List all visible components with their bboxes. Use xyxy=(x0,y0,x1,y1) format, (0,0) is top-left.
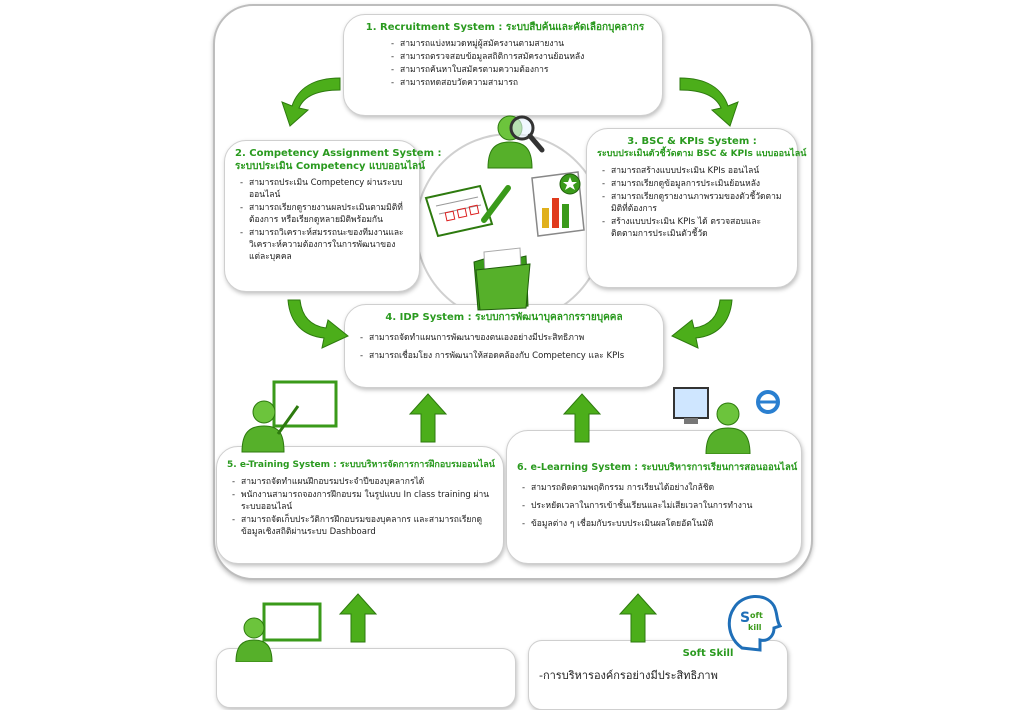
list-item: สามารถเรียกดูข้อมูลการประเมินย้อนหลัง xyxy=(602,178,787,190)
competency-list: สามารถประเมิน Competency ผ่านระบบออนไลน์… xyxy=(235,177,409,263)
recruitment-box: 1. Recruitment System : ระบบสืบค้นและคัด… xyxy=(343,14,663,116)
arrow-icon xyxy=(408,393,448,443)
folder-icon xyxy=(473,247,531,311)
svg-text:kill: kill xyxy=(748,623,762,632)
list-item: สามารถค้นหาใบสมัครตามความต้องการ xyxy=(391,64,652,76)
list-item: ประหยัดเวลาในการเข้าชั้นเรียนและไม่เสียเ… xyxy=(522,500,791,512)
bsc-kpi-box: 3. BSC & KPIs System : ระบบประเมินตัวชี้… xyxy=(586,128,807,288)
list-item: สามารถสร้างแบบประเมิน KPIs ออนไลน์ xyxy=(602,165,787,177)
list-item: สามารถเรียกดูรายงานภาพรวมของตัวชี้วัดตาม… xyxy=(602,191,787,215)
e-training-box: 5. e-Training System : ระบบบริหารจัดการก… xyxy=(216,446,504,564)
bsc-kpi-title: 3. BSC & KPIs System : xyxy=(627,136,757,147)
arrow-icon xyxy=(562,393,602,443)
idp-title: 4. IDP System : ระบบการพัฒนาบุคลากรรายบุ… xyxy=(385,312,623,323)
e-training-title: 5. e-Training System : ระบบบริหารจัดการก… xyxy=(227,460,495,470)
chart-award-icon xyxy=(531,171,585,237)
idp-box: 4. IDP System : ระบบการพัฒนาบุคลากรรายบุ… xyxy=(344,304,664,388)
idp-list: สามารถจัดทำแผนการพัฒนาของตนเองอย่างมีประ… xyxy=(355,332,653,362)
arrow-icon xyxy=(281,77,341,127)
person-magnifier-icon xyxy=(487,115,545,169)
list-item: สามารถเชื่อมโยง การพัฒนาให้สอดคล้องกับ C… xyxy=(360,350,653,362)
bsc-kpi-subtitle: ระบบประเมินตัวชี้วัดตาม BSC & KPIs แบบออ… xyxy=(597,149,807,159)
e-learning-box: 6. e-Learning System : ระบบบริหารการเรีย… xyxy=(506,430,802,564)
arrow-icon xyxy=(338,593,378,643)
list-item: สามารถตรวจสอบข้อมูลสถิติการสมัครงานย้อนห… xyxy=(391,51,652,63)
competency-title: 2. Competency Assignment System : xyxy=(235,148,442,159)
e-learning-list: สามารถติดตามพฤติกรรม การเรียนได้อย่างใกล… xyxy=(517,482,791,530)
soft-skill-title: Soft Skill xyxy=(682,648,734,659)
competency-subtitle: ระบบประเมิน Competency แบบออนไลน์ xyxy=(235,161,426,172)
list-item: สามารถวิเคราะห์สมรรถนะของทีมงานและวิเครา… xyxy=(240,227,409,263)
presenter-icon xyxy=(241,380,338,453)
list-item: สร้างแบบประเมิน KPIs ได้ ตรวจสอบและติดตา… xyxy=(602,216,787,240)
list-item: สามารถประเมิน Competency ผ่านระบบออนไลน์ xyxy=(240,177,409,201)
e-learning-title: 6. e-Learning System : ระบบบริหารการเรีย… xyxy=(517,462,798,473)
list-item: ข้อมูลต่าง ๆ เชื่อมกับระบบประเมินผลโดยอั… xyxy=(522,518,791,530)
competency-box: 2. Competency Assignment System : ระบบปร… xyxy=(224,140,442,292)
arrow-icon xyxy=(671,299,733,349)
arrow-icon xyxy=(679,77,739,127)
list-item: สามารถติดตามพฤติกรรม การเรียนได้อย่างใกล… xyxy=(522,482,791,494)
svg-text:oft: oft xyxy=(750,611,763,620)
svg-text:S: S xyxy=(740,610,750,626)
list-item: สามารถจัดทำแผนการพัฒนาของตนเองอย่างมีประ… xyxy=(360,332,653,344)
arrow-icon xyxy=(287,299,349,349)
list-item: สามารถเรียกดูรายงานผลประเมินตามมิติที่ต้… xyxy=(240,202,409,226)
list-item: สามารถทดสอบวัดความสามารถ xyxy=(391,77,652,89)
recruitment-list: สามารถแบ่งหมวดหมู่ผู้สมัครงานตามสายงาน ส… xyxy=(358,38,652,89)
list-item: สามารถจัดเก็บประวัติการฝึกอบรมของบุคลากร… xyxy=(232,514,493,538)
e-training-list: สามารถจัดทำแผนฝึกอบรมประจำปีของบุคลากรได… xyxy=(227,476,493,538)
computer-user-icon xyxy=(673,387,780,454)
soft-skill-item: -การบริหารองค์กรอย่างมีประสิทธิภาพ xyxy=(539,669,718,682)
recruitment-title: 1. Recruitment System : ระบบสืบค้นและคัด… xyxy=(365,22,645,33)
arrow-icon xyxy=(618,593,658,643)
list-item: สามารถจัดทำแผนฝึกอบรมประจำปีของบุคลากรได… xyxy=(232,476,493,488)
list-item: พนักงานสามารถจองการฝึกอบรม ในรูปแบบ In c… xyxy=(232,489,493,513)
presenter-icon xyxy=(235,602,322,662)
soft-skill-logo: S oft kill xyxy=(727,595,782,652)
bsc-kpi-list: สามารถสร้างแบบประเมิน KPIs ออนไลน์ สามาร… xyxy=(597,165,787,240)
form-pen-icon xyxy=(424,184,511,238)
list-item: สามารถแบ่งหมวดหมู่ผู้สมัครงานตามสายงาน xyxy=(391,38,652,50)
